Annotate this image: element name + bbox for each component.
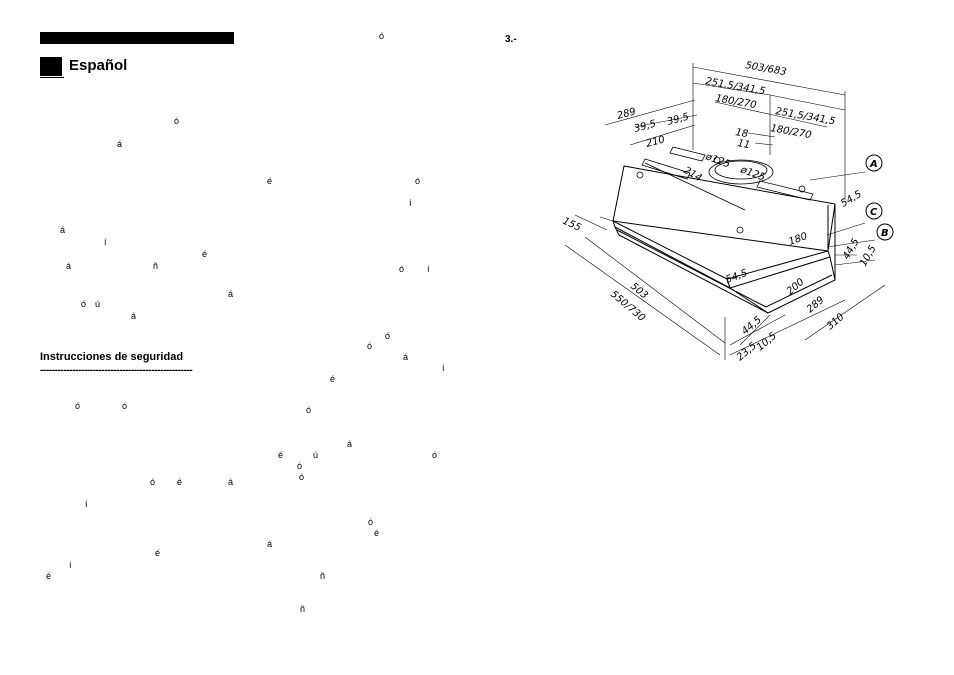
accent-char: ú: [95, 299, 101, 309]
accent-char: á: [60, 225, 66, 235]
header-bar: [40, 32, 233, 44]
accent-char: ó: [399, 264, 405, 274]
hood-top-features: [636, 146, 814, 234]
page-number: 3.-: [505, 34, 517, 45]
accent-char: á: [228, 289, 234, 299]
accent-char: ó: [297, 461, 303, 471]
accent-char: é: [177, 477, 183, 487]
dim-label: 155: [561, 216, 583, 234]
accent-char: ó: [174, 116, 180, 126]
language-title: Español: [69, 57, 128, 74]
accent-char: á: [347, 439, 353, 449]
callout-label: C: [870, 207, 878, 218]
dim-label: 503: [628, 281, 650, 302]
dim-label: 289: [616, 106, 637, 122]
accent-char: ñ: [320, 571, 326, 581]
dim-label: 180/270: [714, 93, 757, 111]
accent-char: á: [228, 477, 234, 487]
dim-label: 251,5/341,5: [774, 106, 836, 127]
dim-label: 18: [734, 127, 748, 140]
hood-outline: [612, 165, 836, 314]
dim-label: 180: [787, 231, 809, 248]
accent-char: á: [131, 311, 137, 321]
dim-label: ø125: [703, 151, 731, 170]
accent-char: ó: [75, 401, 81, 411]
callout-markers: [865, 154, 894, 241]
accent-char: é: [267, 176, 273, 186]
accent-char: í: [409, 198, 412, 208]
accent-char: ó: [367, 341, 373, 351]
callout-label: B: [881, 228, 889, 239]
accent-char: í: [69, 560, 72, 570]
accent-char: é: [374, 528, 380, 538]
dim-label: 44,5: [841, 237, 862, 262]
accent-char: í: [104, 237, 107, 247]
dim-label: 210: [645, 134, 666, 150]
accent-char: ó: [81, 299, 87, 309]
accent-char: ó: [368, 517, 374, 527]
accent-char: é: [155, 548, 161, 558]
accent-char: é: [46, 571, 52, 581]
heading-dash-rule: ----------------------------------------…: [40, 365, 193, 376]
accent-char: ñ: [153, 261, 159, 271]
accent-char: ú: [313, 450, 319, 460]
dim-label: 10,5: [858, 244, 879, 269]
accent-char: á: [403, 352, 409, 362]
dim-label: 39,5: [633, 119, 657, 135]
safety-heading: Instrucciones de seguridad: [40, 351, 184, 363]
accent-char: á: [117, 139, 123, 149]
dim-label: 310: [825, 312, 847, 333]
accent-char: á: [267, 539, 273, 549]
header-bar-end: [233, 32, 234, 44]
dimension-lines: [564, 63, 886, 360]
language-marker: [40, 57, 62, 76]
callout-label: A: [869, 159, 878, 170]
accent-char: é: [278, 450, 284, 460]
accent-char: ñ: [300, 604, 306, 614]
accent-char: ó: [385, 331, 391, 341]
accent-char: ó: [306, 405, 312, 415]
accent-char: é: [202, 249, 208, 259]
accent-char: ó: [122, 401, 128, 411]
accent-char: á: [66, 261, 72, 271]
accent-char: ó: [299, 472, 305, 482]
dim-label: 54,5: [839, 189, 864, 210]
dim-label: 251,5/341,5: [704, 76, 766, 97]
accent-char: ó: [432, 450, 438, 460]
accent-char: í: [427, 264, 430, 274]
language-marker-underline: [40, 77, 64, 78]
dim-label: 289: [805, 295, 827, 316]
dim-label: 44,5: [740, 315, 764, 338]
dim-label: 503/683: [744, 60, 787, 78]
dim-label: 39,5: [666, 112, 690, 128]
dim-label: 200: [785, 277, 807, 298]
accent-char: í: [442, 363, 445, 373]
dim-label: 10,5: [755, 331, 779, 354]
accent-char: ó: [379, 31, 385, 41]
accent-char: é: [330, 374, 336, 384]
hood-dimension-diagram: 503/683 251,5/341,5 251,5/341,5 180/270 …: [561, 60, 894, 363]
accent-char: ó: [150, 477, 156, 487]
accent-char: í: [85, 499, 88, 509]
dim-label: ø125: [738, 164, 766, 183]
dim-label: 180/270: [769, 123, 812, 141]
dim-label: 11: [736, 138, 750, 151]
accent-char: ó: [415, 176, 421, 186]
